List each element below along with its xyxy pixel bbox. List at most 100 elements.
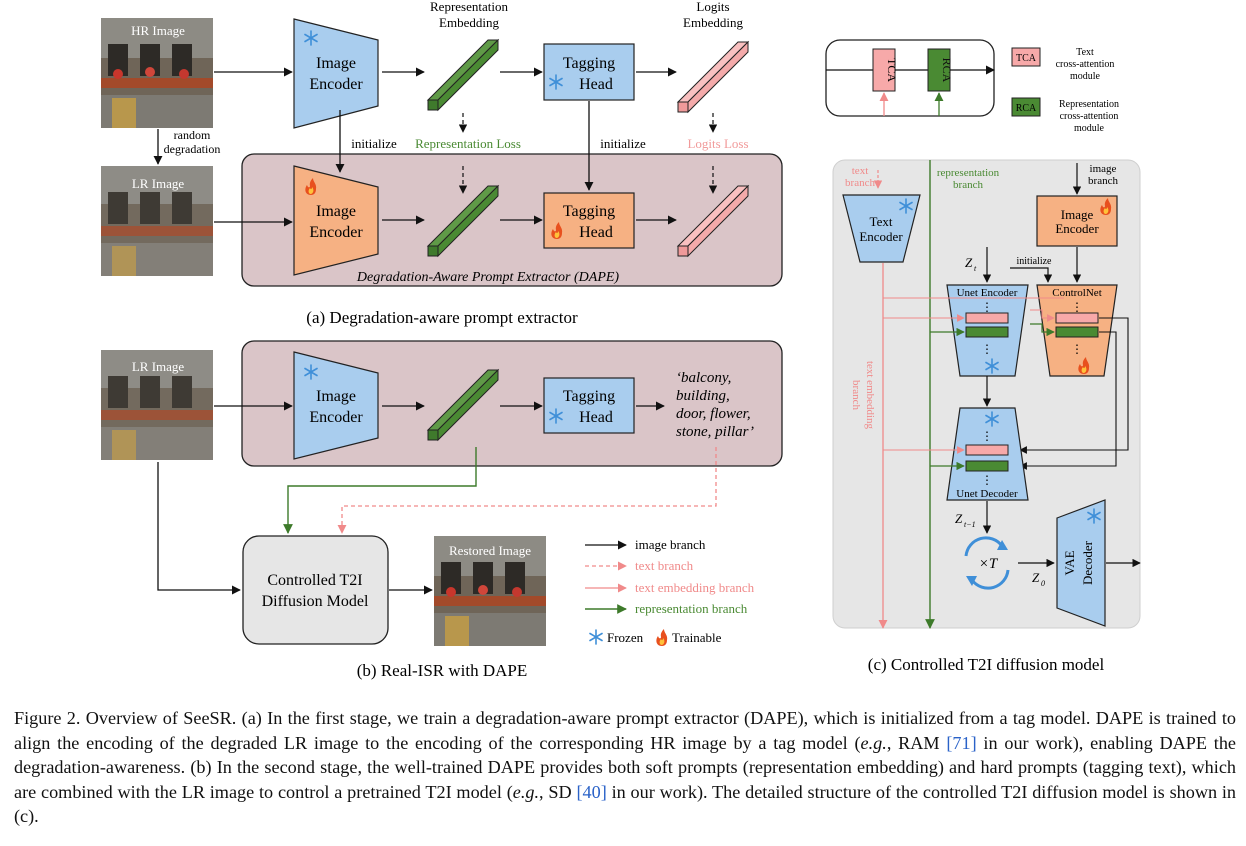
dape-title: Degradation-Aware Prompt Extractor (DAPE… bbox=[356, 270, 620, 285]
tca-label: TCA bbox=[885, 58, 899, 82]
degradation-label: degradation bbox=[164, 142, 221, 156]
text-encoder bbox=[842, 194, 921, 263]
rep-emb-label-2: Embedding bbox=[439, 15, 499, 30]
caption-seg-2: , RAM bbox=[886, 732, 947, 753]
figure-caption: Figure 2. Overview of SeeSR. (a) In the … bbox=[14, 706, 1236, 829]
logits-loss-label: Logits Loss bbox=[687, 136, 748, 151]
frozen-tagging-head-a bbox=[543, 43, 635, 101]
logit-emb-label-2: Embedding bbox=[683, 15, 743, 30]
text-emb-branch-label-2: branch bbox=[850, 380, 862, 410]
caption-ref-40[interactable]: [40] bbox=[576, 781, 607, 802]
tag-text: ‘balcony, building, door, flower, stone,… bbox=[676, 370, 754, 440]
image-branch-label-2: branch bbox=[1088, 175, 1118, 187]
legend-b: image branch text branch text embedding … bbox=[585, 537, 755, 646]
rca-desc-3: module bbox=[1074, 123, 1105, 134]
lr-image bbox=[101, 166, 213, 276]
rca-desc-1: Representation bbox=[1059, 99, 1119, 110]
restored-image bbox=[434, 536, 546, 646]
image-branch-label-1: image bbox=[1090, 163, 1117, 175]
vae-label-1: VAE bbox=[1062, 550, 1077, 575]
encoder-b-label-2: Encoder bbox=[309, 409, 363, 426]
image-encoder-c-label-1: Image bbox=[1061, 207, 1094, 222]
tag-line-3: door, flower, bbox=[676, 406, 751, 422]
controlnet-tca bbox=[1055, 312, 1099, 324]
seesr-figure: HR Image LR Image random degradation Ima… bbox=[101, 0, 1141, 680]
rep-embedding-lr bbox=[426, 184, 500, 258]
image-encoder-c-label-2: Encoder bbox=[1055, 221, 1099, 236]
tca-desc-2: cross-attention bbox=[1056, 59, 1115, 70]
rca-legend-label: RCA bbox=[1016, 103, 1037, 114]
rca-desc-2: cross-attention bbox=[1060, 111, 1119, 122]
encoder-label-2: Encoder bbox=[309, 76, 363, 93]
initialize-label-a2: initialize bbox=[600, 136, 646, 151]
caption-seg-5: in our work). The detailed structure of … bbox=[14, 781, 1237, 827]
legend-representation-branch: representation branch bbox=[635, 601, 748, 616]
z0-label: Z bbox=[1032, 570, 1040, 585]
module-legend-box bbox=[825, 39, 995, 117]
legend-text-embedding-branch: text embedding branch bbox=[635, 580, 755, 595]
tca-block bbox=[872, 48, 896, 92]
head-label-2b: Head bbox=[579, 224, 613, 241]
unet-enc-tca bbox=[965, 312, 1009, 324]
hr-image-label: HR Image bbox=[131, 23, 185, 38]
vae-decoder bbox=[1056, 499, 1106, 627]
encoder-label-1b: Image bbox=[316, 203, 356, 220]
head-label-1: Tagging bbox=[563, 55, 615, 72]
zt1-sub: t−1 bbox=[964, 520, 976, 529]
tag-line-2: building, bbox=[676, 388, 730, 404]
legend-image-branch: image branch bbox=[635, 537, 706, 552]
controlled-t2i-box bbox=[242, 535, 389, 645]
legend-text-branch: text branch bbox=[635, 558, 694, 573]
svg-text:⋮: ⋮ bbox=[981, 473, 993, 487]
initialize-label-c: initialize bbox=[1017, 256, 1053, 267]
caption-eg-1: e.g. bbox=[860, 732, 887, 753]
encoder-b-label-1: Image bbox=[316, 388, 356, 405]
zt1-label: Z bbox=[955, 511, 963, 526]
text-branch-label-1: text bbox=[852, 165, 869, 177]
tca-desc-1: Text bbox=[1076, 47, 1094, 58]
trainable-image-encoder-a bbox=[293, 165, 379, 276]
legend-frozen: Frozen bbox=[607, 630, 644, 645]
rep-branch-label-1: representation bbox=[937, 167, 1000, 179]
trainable-legend-icon bbox=[656, 629, 668, 646]
caption-seg-3: in our work), enabling DAPE the degradat… bbox=[14, 732, 1236, 802]
lr-image-label-b: LR Image bbox=[132, 359, 185, 374]
head-label-1b: Tagging bbox=[563, 203, 615, 220]
random-label: random bbox=[174, 128, 211, 142]
caption-c: (c) Controlled T2I diffusion model bbox=[868, 655, 1105, 674]
frozen-legend-icon bbox=[589, 629, 603, 645]
svg-text:⋮: ⋮ bbox=[981, 342, 993, 356]
caption-a: (a) Degradation-aware prompt extractor bbox=[306, 308, 578, 327]
trainable-tagging-head-a bbox=[543, 192, 635, 249]
zt-label: Z bbox=[965, 255, 973, 270]
legend-trainable: Trainable bbox=[672, 630, 722, 645]
svg-text:⋮: ⋮ bbox=[981, 300, 993, 314]
unet-decoder-label: Unet Decoder bbox=[956, 488, 1018, 500]
svg-text:⋮: ⋮ bbox=[1071, 300, 1083, 314]
rep-branch-label-2: branch bbox=[953, 179, 983, 191]
controlnet-rca bbox=[1055, 326, 1099, 338]
hr-image bbox=[101, 18, 213, 128]
text-encoder-label-2: Encoder bbox=[859, 229, 903, 244]
zt-sub: t bbox=[974, 264, 977, 273]
model-label-2: Diffusion Model bbox=[262, 593, 369, 610]
caption-ref-71[interactable]: [71] bbox=[946, 732, 977, 753]
unet-dec-tca bbox=[965, 444, 1009, 456]
rep-loss-label: Representation Loss bbox=[415, 136, 521, 151]
caption-seg-1: Figure 2. Overview of SeeSR. (a) In the … bbox=[14, 708, 1236, 753]
head-b-label-1: Tagging bbox=[563, 388, 615, 405]
initialize-label-a1: initialize bbox=[351, 136, 397, 151]
rca-label: RCA bbox=[940, 58, 954, 83]
times-t-label: ×T bbox=[979, 556, 999, 572]
head-label-2: Head bbox=[579, 76, 613, 93]
frozen-image-encoder-b bbox=[293, 351, 379, 460]
model-label-1: Controlled T2I bbox=[267, 572, 362, 589]
rep-embedding-b bbox=[426, 368, 500, 442]
lr-image-b bbox=[101, 350, 213, 460]
caption-seg-4: , SD bbox=[539, 781, 577, 802]
text-encoder-label-1: Text bbox=[870, 214, 893, 229]
caption-b: (b) Real-ISR with DAPE bbox=[357, 661, 527, 680]
tca-desc-3: module bbox=[1070, 71, 1101, 82]
svg-text:⋮: ⋮ bbox=[1071, 342, 1083, 356]
logit-emb-label-1: Logits bbox=[696, 0, 729, 14]
